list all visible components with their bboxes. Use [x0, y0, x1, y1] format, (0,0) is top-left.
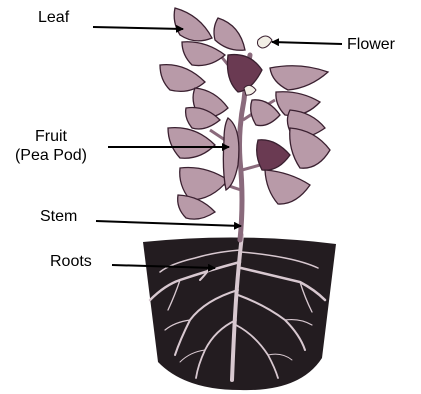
fruit-label-line2: (Pea Pod) [4, 146, 98, 165]
stem-label: Stem [40, 207, 77, 226]
roots-label: Roots [50, 252, 92, 271]
fruit-label: Fruit (Pea Pod) [4, 127, 98, 165]
flower-label: Flower [347, 35, 395, 54]
leaf-label: Leaf [38, 8, 69, 27]
flower-arrow [272, 42, 342, 44]
pea-pod [223, 118, 239, 190]
fruit-label-line1: Fruit [4, 127, 98, 146]
stem-arrow [96, 221, 241, 226]
leaf-arrow [93, 27, 183, 29]
leaves [160, 8, 330, 219]
